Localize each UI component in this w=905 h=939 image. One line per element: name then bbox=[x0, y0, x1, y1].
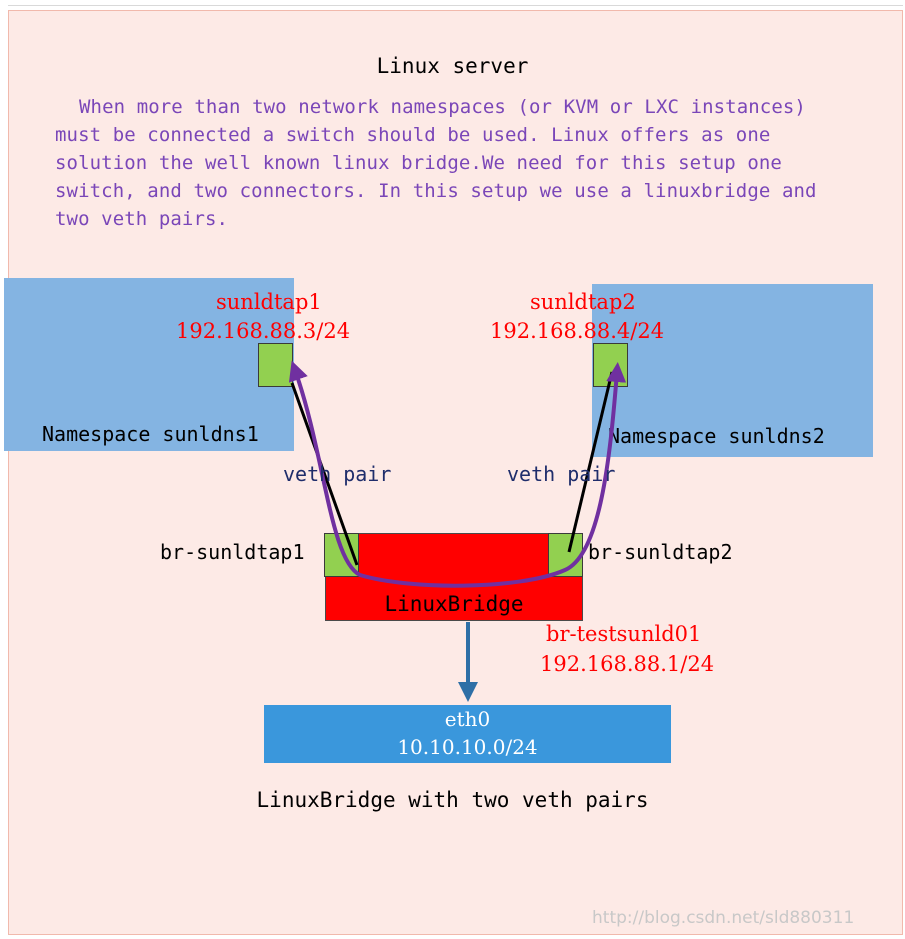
namespace1-label: Namespace sunldns1 bbox=[42, 422, 259, 446]
bridge-label: LinuxBridge bbox=[384, 592, 524, 616]
bridge-port2-label: br-sunldtap2 bbox=[588, 540, 733, 564]
top-rule bbox=[8, 5, 903, 6]
tap2-ip: 192.168.88.4/24 bbox=[490, 319, 665, 343]
eth0-network: 10.10.10.0/24 bbox=[397, 735, 538, 759]
namespace-box-sunldns1 bbox=[4, 278, 294, 451]
tap2-name: sunldtap2 bbox=[530, 290, 636, 314]
eth0-name: eth0 bbox=[444, 707, 491, 731]
bridge-port-sunldtap2 bbox=[548, 533, 583, 577]
bridge-port1-label: br-sunldtap1 bbox=[160, 540, 305, 564]
eth0-box bbox=[264, 705, 671, 763]
tap1-ip: 192.168.88.3/24 bbox=[176, 319, 351, 343]
description-text: When more than two network namespaces (o… bbox=[55, 96, 817, 230]
watermark: http://blog.csdn.net/sld880311 bbox=[592, 908, 855, 928]
namespace2-label: Namespace sunldns2 bbox=[608, 424, 825, 448]
tap1-name: sunldtap1 bbox=[216, 290, 322, 314]
namespace-box-sunldns2 bbox=[592, 284, 873, 457]
veth-pair-label-1: veth pair bbox=[283, 462, 392, 486]
veth-pair-label-2: veth pair bbox=[507, 462, 616, 486]
tap1-port bbox=[258, 343, 293, 387]
bridge-port-sunldtap1 bbox=[324, 533, 359, 577]
bridge-ip: 192.168.88.1/24 bbox=[540, 652, 715, 676]
bridge-name: br-testsunld01 bbox=[546, 622, 702, 646]
diagram-title: Linux server bbox=[376, 54, 529, 78]
tap2-port bbox=[593, 343, 628, 387]
diagram-caption: LinuxBridge with two veth pairs bbox=[256, 788, 649, 812]
